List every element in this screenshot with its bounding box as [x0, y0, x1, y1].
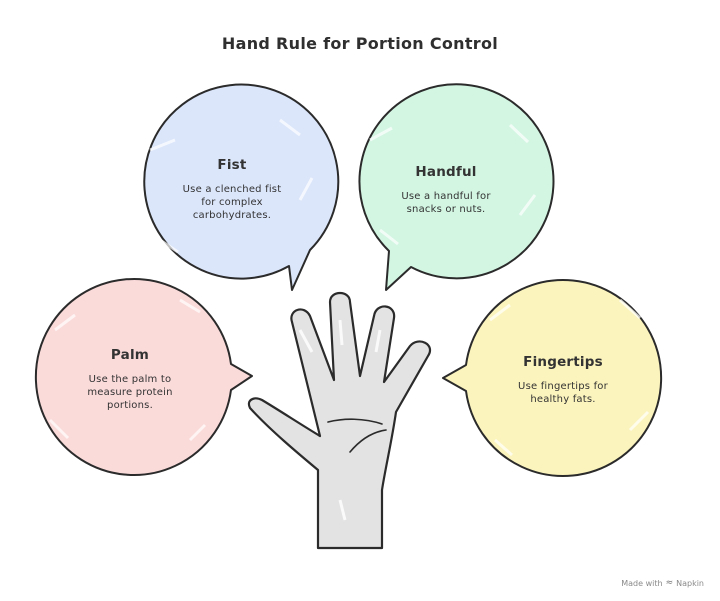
hand-crease-2 [349, 429, 387, 453]
bubble-palm [34, 278, 253, 476]
credit-label: Made with [621, 578, 663, 588]
hand-crease-1 [327, 418, 383, 425]
node-fingertips-heading: Fingertips [523, 354, 603, 370]
bubble-handful [358, 83, 555, 291]
node-handful-description: Use a handful for snacks or nuts. [401, 191, 491, 215]
node-fist: Fist Use a clenched fist for complex car… [162, 157, 302, 222]
bubble-fingertips [442, 279, 663, 477]
page-title: Hand Rule for Portion Control [221, 34, 499, 53]
node-fingertips-description: Use fingertips for healthy fats. [518, 381, 608, 405]
node-handful: Handful Use a handful for snacks or nuts… [376, 164, 516, 216]
node-fist-heading: Fist [217, 157, 247, 173]
credit-brand: Napkin [676, 578, 704, 588]
bubble-fingertips-shape [442, 279, 663, 477]
bubble-fist [143, 83, 340, 291]
bubble-fist-sketch [149, 118, 314, 254]
bubble-handful-sketch [369, 123, 537, 246]
node-palm-heading: Palm [110, 347, 150, 363]
node-fingertips: Fingertips Use fingertips for healthy fa… [493, 354, 633, 406]
node-palm: Palm Use the palm to measure protein por… [60, 347, 200, 412]
node-palm-description: Use the palm to measure protein portions… [87, 374, 173, 411]
napkin-logo-icon: ≈ [665, 578, 674, 588]
bubble-fingertips-sketch [489, 298, 650, 457]
node-fist-description: Use a clenched fist for complex carbohyd… [182, 184, 282, 221]
bubble-palm-sketch [48, 298, 207, 442]
bubble-fist-shape [143, 83, 340, 291]
node-handful-heading: Handful [415, 164, 477, 180]
open-hand-icon [247, 291, 431, 550]
bubble-palm-shape [34, 278, 253, 476]
bubble-handful-shape [358, 83, 555, 291]
hand-sketch-highlight [298, 319, 382, 521]
napkin-credit: Made with ≈ Napkin [621, 578, 704, 588]
